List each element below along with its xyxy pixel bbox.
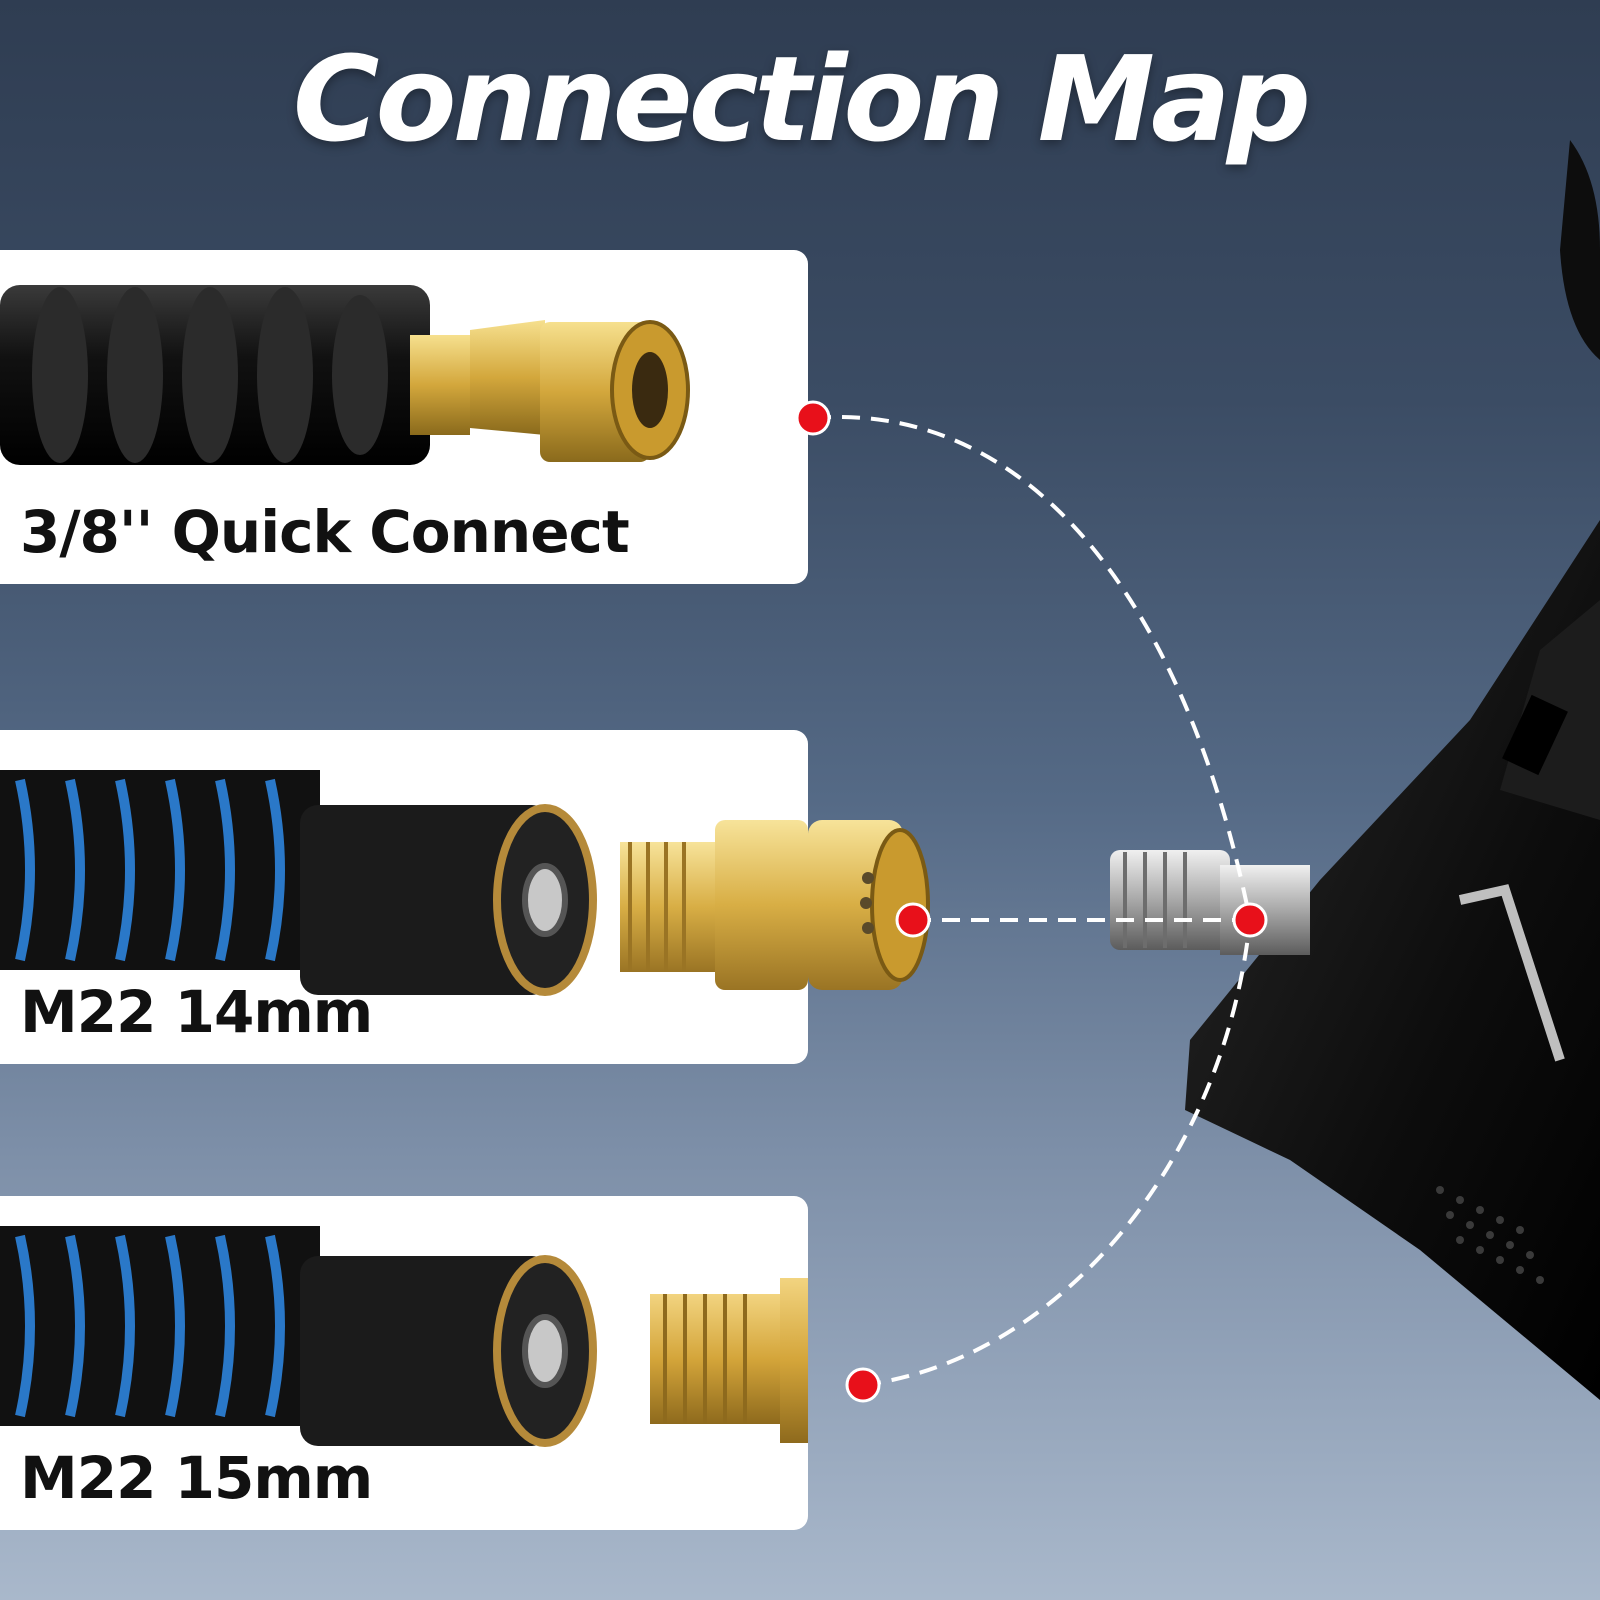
steel-nipple <box>522 1314 568 1388</box>
blue-black-hose <box>0 770 320 970</box>
black-fitting-sleeve <box>300 1256 550 1446</box>
marker-dot-gun-inlet <box>1232 902 1268 938</box>
brass-thread <box>620 842 720 972</box>
hose-blue-stripes <box>15 778 285 962</box>
brass-adapter-thread <box>650 1294 790 1424</box>
card-label-m22-14mm: M22 14mm <box>20 978 373 1046</box>
thread-lines <box>663 1294 747 1424</box>
option-card-m22-15mm: M22 15mm <box>0 1196 808 1530</box>
m22-15mm-hose-illustration <box>0 1226 808 1447</box>
connector-line-quick-connect <box>812 414 1252 921</box>
black-fitting-sleeve <box>300 805 550 995</box>
card-label-m22-15mm: M22 15mm <box>20 1444 373 1512</box>
hose-ribs <box>32 287 388 463</box>
trigger-guard <box>1458 884 1565 1062</box>
marker-dot-m22-14mm <box>895 902 931 938</box>
gun-inlet-hex <box>1220 865 1310 955</box>
brass-hex-nut <box>470 320 545 435</box>
option-card-m22-14mm: M22 14mm <box>0 730 808 1064</box>
card-label-quick-connect: 3/8'' Quick Connect <box>20 498 630 566</box>
gun-handle-top <box>1560 140 1600 360</box>
page-title: Connection Map <box>292 30 1311 168</box>
steel-nipple <box>522 863 568 937</box>
connector-lines <box>812 414 1252 1387</box>
quick-connect-hose-illustration <box>0 285 690 465</box>
marker-dot-quick-connect <box>795 400 831 436</box>
hose-blue-stripes <box>15 1234 285 1418</box>
marker-dot-m22-15mm <box>845 1367 881 1403</box>
connector-line-m22-15mm <box>862 919 1252 1387</box>
connection-markers <box>795 400 1268 1403</box>
option-card-quick-connect: 3/8'' Quick Connect <box>0 250 808 584</box>
grip-texture <box>1436 1186 1544 1284</box>
brass-hex <box>780 1278 808 1443</box>
m22-14mm-hose-illustration <box>0 770 808 996</box>
brass-coupler <box>715 820 808 990</box>
blue-black-hose <box>0 1226 320 1426</box>
brass-quick-coupler <box>808 820 930 990</box>
thread-lines <box>628 842 686 972</box>
spray-gun <box>1110 140 1600 1400</box>
gun-inlet-thread <box>1110 850 1230 950</box>
coupler-opening <box>632 352 668 428</box>
brass-ferrule <box>410 335 470 435</box>
